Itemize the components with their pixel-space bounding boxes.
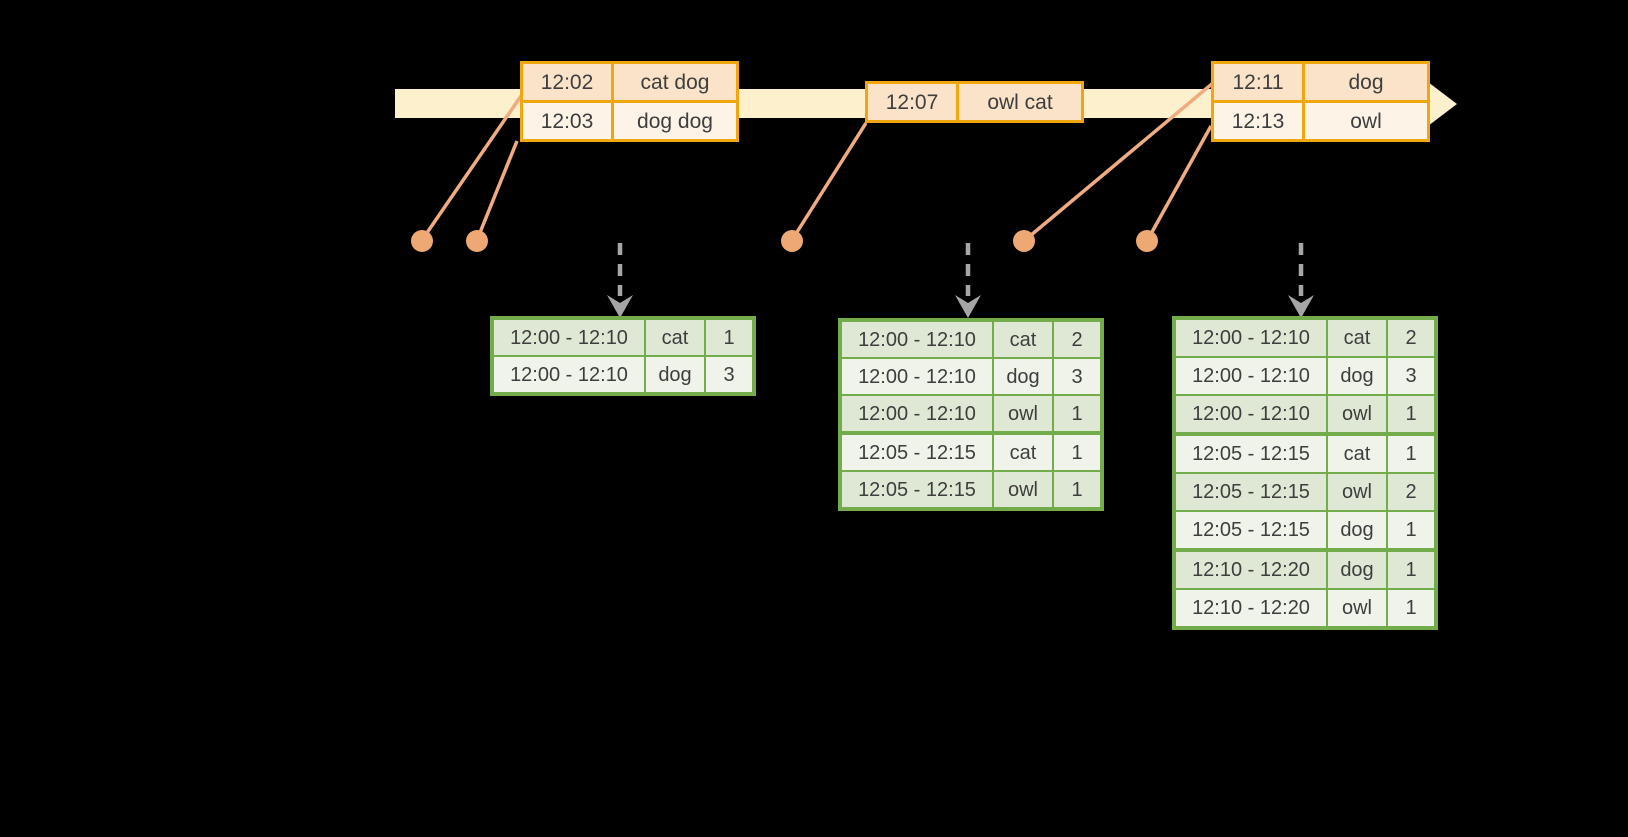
arrow-down-icon [1288, 295, 1314, 318]
word: owl [1326, 472, 1388, 512]
count: 1 [1052, 431, 1103, 472]
event-dot [1136, 230, 1158, 252]
event-time: 12:13 [1211, 100, 1305, 142]
connector-lines [420, 81, 1215, 243]
window-range: 12:05 - 12:15 [1173, 472, 1328, 512]
word: dog [644, 355, 706, 395]
window-range: 12:00 - 12:10 [839, 357, 994, 396]
window-range: 12:00 - 12:10 [491, 317, 646, 357]
window-range: 12:00 - 12:10 [1173, 317, 1328, 358]
event-time: 12:11 [1211, 61, 1305, 103]
word: cat [1326, 432, 1388, 474]
word: dog [1326, 356, 1388, 396]
window-range: 12:10 - 12:20 [1173, 548, 1328, 590]
connector-line [790, 122, 868, 241]
event-words: owl [1302, 100, 1430, 142]
event-words: dog dog [611, 100, 739, 142]
word: dog [1326, 510, 1388, 551]
window-range: 12:00 - 12:10 [1173, 356, 1328, 396]
count: 2 [1052, 319, 1103, 359]
connector-line [475, 140, 519, 241]
event-time: 12:07 [865, 81, 959, 123]
trigger-arrowheads [607, 295, 1314, 318]
connector-line [1022, 81, 1215, 243]
window-range: 12:00 - 12:10 [839, 394, 994, 434]
count: 1 [1386, 510, 1437, 551]
count: 3 [704, 355, 755, 395]
event-dot [411, 230, 433, 252]
count: 3 [1052, 357, 1103, 396]
word: cat [1326, 317, 1388, 358]
event-words: dog [1302, 61, 1430, 103]
window-range: 12:05 - 12:15 [1173, 432, 1328, 474]
event-dot [1013, 230, 1035, 252]
event-words: owl cat [956, 81, 1084, 123]
count: 1 [1386, 432, 1437, 474]
window-range: 12:00 - 12:10 [491, 355, 646, 395]
connector-line [1145, 125, 1213, 242]
event-dot [781, 230, 803, 252]
event-dots [411, 230, 1158, 252]
event-time: 12:03 [520, 100, 614, 142]
word: dog [992, 357, 1054, 396]
word: cat [644, 317, 706, 357]
window-range: 12:05 - 12:15 [1173, 510, 1328, 551]
count: 2 [1386, 317, 1437, 358]
event-dot [466, 230, 488, 252]
word: owl [1326, 588, 1388, 629]
arrow-down-icon [955, 295, 981, 318]
window-range: 12:05 - 12:15 [839, 470, 994, 510]
trigger-arrows [617, 243, 1304, 296]
count: 1 [704, 317, 755, 357]
word: owl [992, 394, 1054, 434]
event-words: cat dog [611, 61, 739, 103]
count: 1 [1386, 588, 1437, 629]
timeline-arrowhead-icon [1424, 79, 1457, 129]
count: 3 [1386, 356, 1437, 396]
count: 2 [1386, 472, 1437, 512]
count: 1 [1052, 394, 1103, 434]
window-range: 12:10 - 12:20 [1173, 588, 1328, 629]
count: 1 [1386, 394, 1437, 435]
word: cat [992, 431, 1054, 472]
window-range: 12:00 - 12:10 [1173, 394, 1328, 435]
word: owl [992, 470, 1054, 510]
event-time: 12:02 [520, 61, 614, 103]
arrow-down-icon [607, 295, 633, 318]
word: cat [992, 319, 1054, 359]
count: 1 [1052, 470, 1103, 510]
window-range: 12:00 - 12:10 [839, 319, 994, 359]
count: 1 [1386, 548, 1437, 590]
window-range: 12:05 - 12:15 [839, 431, 994, 472]
word: owl [1326, 394, 1388, 435]
connector-line [420, 95, 523, 241]
word: dog [1326, 548, 1388, 590]
